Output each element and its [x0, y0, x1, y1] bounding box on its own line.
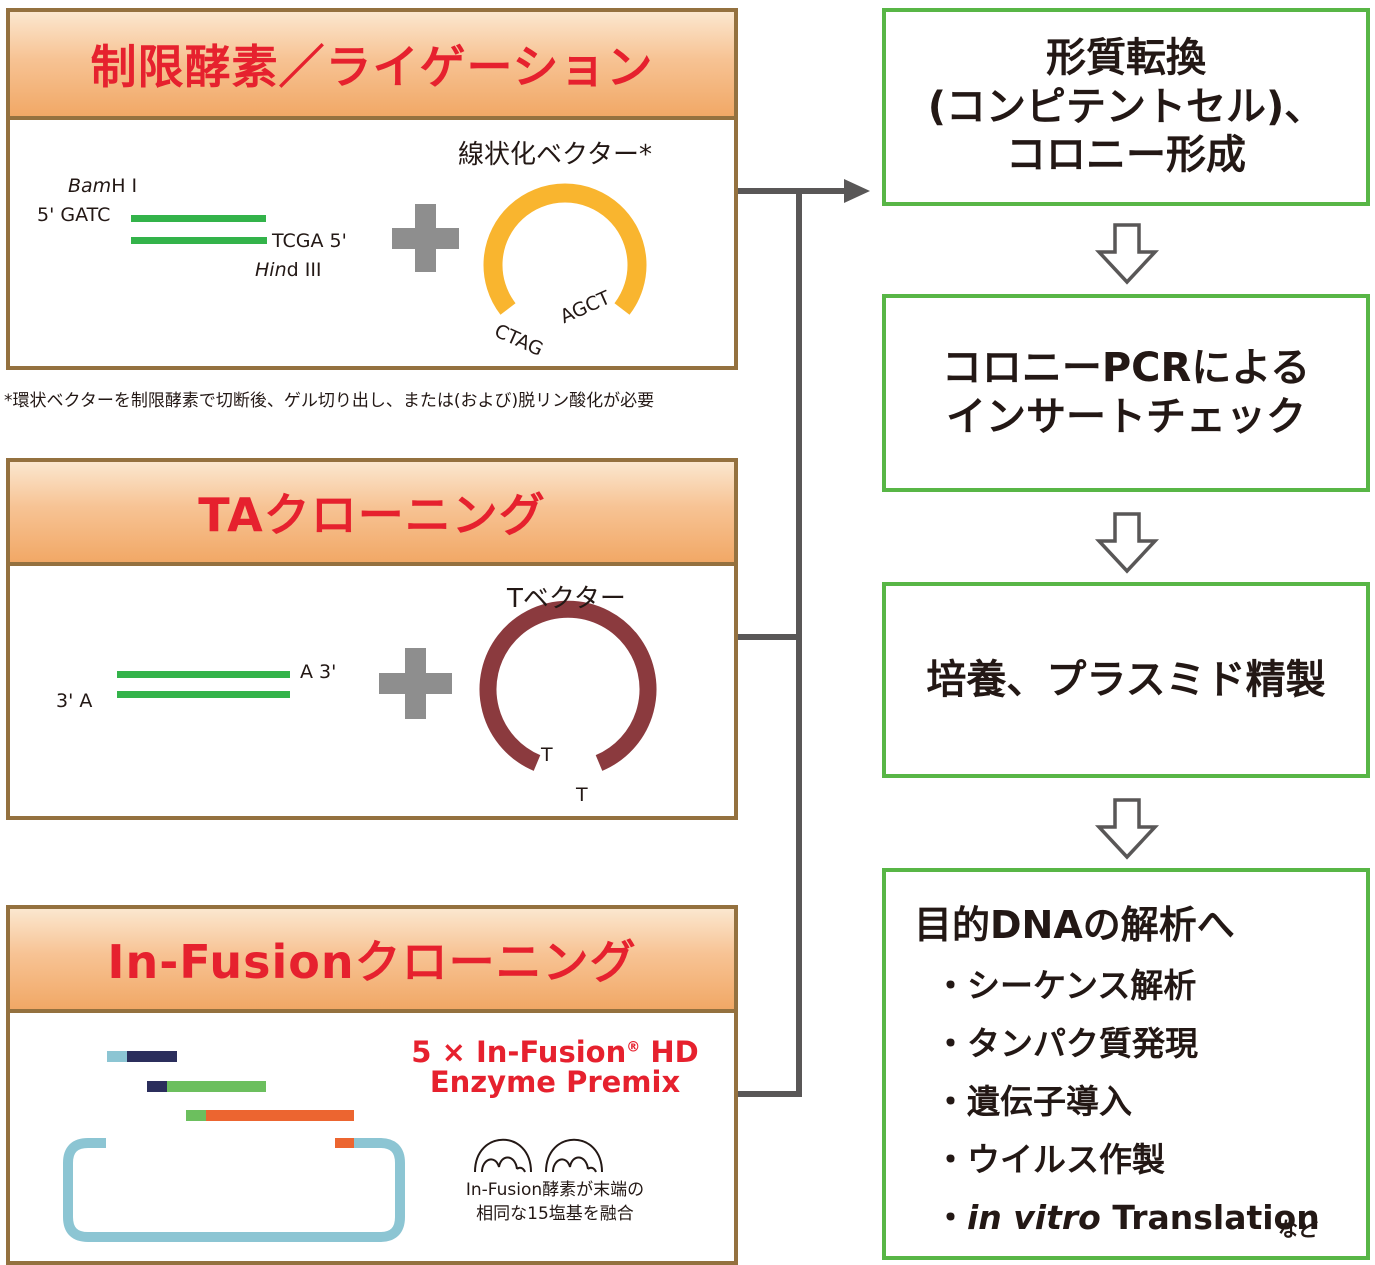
fragment-b [167, 1081, 266, 1092]
analysis-etc: など [1278, 1217, 1318, 1241]
gatc-end-label: 5' GATC [37, 204, 111, 226]
step-colony-pcr: コロニーPCRによる インサートチェック [882, 294, 1370, 492]
t-overhang-1: T [541, 744, 553, 766]
list-item: ・タンパク質発現 [934, 1024, 1198, 1063]
enzyme-icon [474, 1138, 532, 1173]
fragment-c-homology [186, 1110, 206, 1121]
fragment-a [127, 1051, 177, 1062]
down-arrow-icon [1094, 512, 1160, 574]
arrow-head-icon [844, 179, 870, 203]
hindiii-label: Hind III [255, 259, 322, 281]
down-arrows [1094, 223, 1160, 860]
down-arrow-icon [1094, 223, 1160, 285]
restriction-ligation-title: 制限酵素／ライゲーション [90, 40, 654, 94]
dna-strand-bottom [131, 237, 267, 244]
step-colony-pcr-text: コロニーPCRによる インサートチェック [941, 345, 1311, 440]
list-item: ・遺伝子導入 [934, 1082, 1132, 1121]
list-item: ・シーケンス解析 [934, 966, 1197, 1005]
down-arrow-icon [1094, 798, 1160, 860]
infusion-cloning-header: In-Fusionクローニング [10, 909, 734, 1013]
t-vector-ring [479, 600, 657, 771]
ta-cloning-panel: TAクローニング A 3' 3' A Tベクター T T [6, 458, 738, 820]
infusion-graphic [63, 1051, 603, 1242]
fragment-c [206, 1110, 354, 1121]
dna-strand-top [117, 671, 290, 678]
enzyme-premix-name: 5 × In-Fusion® HD Enzyme Premix [411, 1035, 699, 1100]
a3-end-label: A 3' [300, 661, 337, 683]
linearized-vector [63, 1138, 405, 1242]
fragment-a-homology [107, 1051, 127, 1062]
connector-lines [738, 188, 848, 1097]
restriction-footnote: *環状ベクターを制限酵素で切断後、ゲル切り出し、または(および)脱リン酸化が必要 [4, 391, 655, 411]
analysis-list: 目的DNAの解析へ ・シーケンス解析 ・タンパク質発現 ・遺伝子導入 ・ウイルス… [914, 894, 1320, 1239]
restriction-ligation-panel: 制限酵素／ライゲーション BamH I 5' GATC TCGA 5' Hind… [6, 8, 738, 370]
list-item: ・in vitro Translation [934, 1198, 1320, 1237]
t-overhang-2: T [576, 784, 588, 806]
list-item: ・ウイルス作製 [934, 1140, 1165, 1179]
fragment-b-homology [147, 1081, 167, 1092]
linear-vector-label: 線状化ベクター* [458, 140, 652, 170]
tcga-end-label: TCGA 5' [272, 230, 347, 252]
step-plasmid-prep-text: 培養、プラスミド精製 [926, 656, 1326, 703]
step-analysis: 目的DNAの解析へ ・シーケンス解析 ・タンパク質発現 ・遺伝子導入 ・ウイルス… [882, 868, 1370, 1260]
infusion-cloning-panel: In-Fusionクローニング 5 × In-Fusion® HD Enzyme… [6, 905, 738, 1265]
analysis-title: 目的DNAの解析へ [914, 903, 1235, 947]
ta-graphic [117, 600, 657, 771]
3a-end-label: 3' A [56, 690, 93, 712]
plus-icon [392, 204, 459, 272]
linear-vector-arc [483, 183, 647, 315]
enzyme-icon [545, 1138, 603, 1173]
enzyme-description: In-Fusion酵素が末端の 相同な15塩基を融合 [465, 1180, 645, 1224]
step-plasmid-prep: 培養、プラスミド精製 [882, 582, 1370, 778]
ta-cloning-header: TAクローニング [10, 462, 734, 566]
dna-strand-top [131, 215, 266, 222]
plus-icon [379, 648, 452, 719]
ta-cloning-title: TAクローニング [198, 488, 546, 542]
restriction-ligation-header: 制限酵素／ライゲーション [10, 12, 734, 120]
dna-strand-bottom [117, 691, 290, 698]
restriction-graphic [131, 183, 647, 315]
step-transformation-text: 形質転換 (コンピテントセル)、 コロニー形成 [927, 34, 1325, 179]
step-transformation: 形質転換 (コンピテントセル)、 コロニー形成 [882, 8, 1370, 206]
t-vector-label: Tベクター [507, 584, 626, 614]
bamhi-label: BamH I [68, 175, 138, 197]
infusion-cloning-title: In-Fusionクローニング [107, 935, 637, 989]
